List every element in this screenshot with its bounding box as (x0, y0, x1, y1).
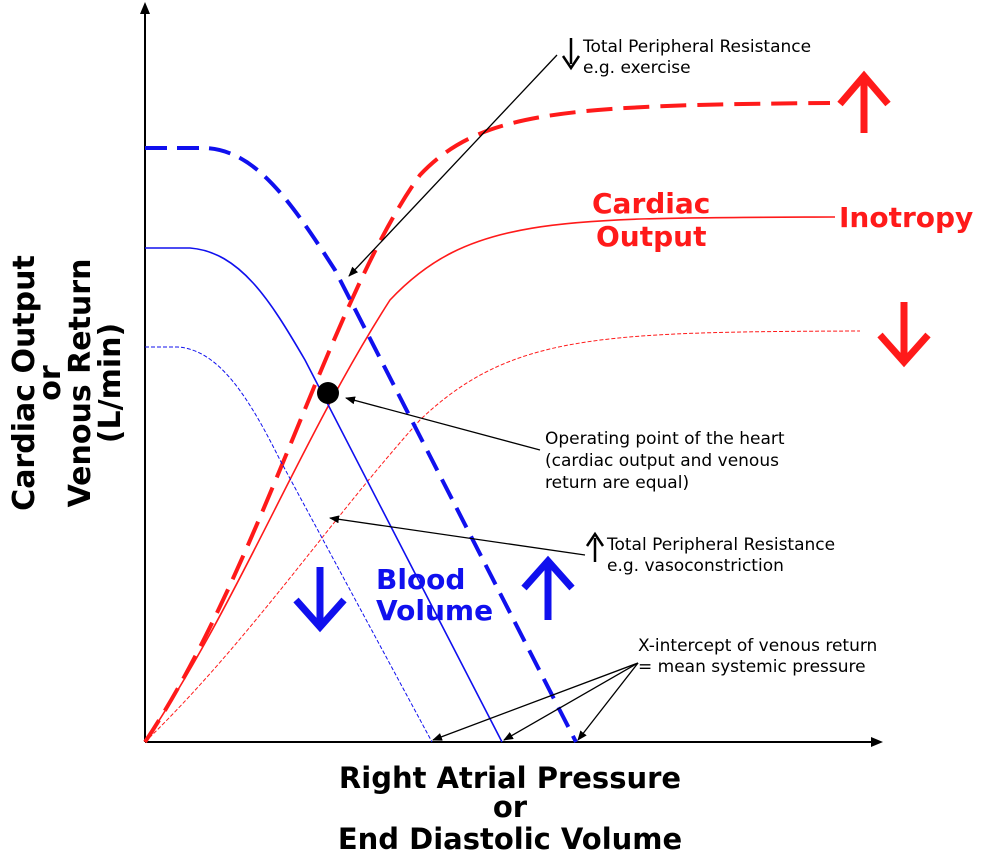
operating-point-annotation-line-1: Operating point of the heart (545, 429, 785, 449)
venous-return-curve-low (145, 346, 433, 743)
cardiac-output-label-line-2: Output (596, 220, 706, 253)
y-axis-label-line-2: or (33, 365, 68, 401)
tpr-decrease-annotation-line-2: e.g. exercise (583, 58, 691, 78)
operating-point-pointer (345, 396, 541, 451)
blood-volume-label: Blood Volume (376, 563, 493, 627)
y-axis-label-line-3: Venous Return (63, 259, 98, 508)
cardiac-output-curves (143, 101, 861, 744)
small-up-arrow-icon (585, 531, 605, 562)
x-axis-label-line-3: End Diastolic Volume (338, 822, 682, 856)
tpr-decrease-annotation-line-1: Total Peripheral Resistance (582, 37, 811, 57)
tpr-decrease-annotation: Total Peripheral Resistance e.g. exercis… (582, 37, 811, 78)
cardiac-output-curve-high (143, 101, 831, 744)
y-axis-label-line-4: (L/min) (93, 323, 128, 443)
x-intercept-annotation-line-2: = mean systemic pressure (638, 657, 866, 677)
blood-volume-down-arrow-icon (293, 567, 347, 633)
axes (140, 2, 883, 747)
y-axis-arrowhead (140, 2, 150, 14)
operating-point-annotation: Operating point of the heart (cardiac ou… (545, 429, 785, 493)
cardiac-output-curve-low (144, 330, 861, 743)
inotropy-down-arrow-icon (877, 302, 931, 368)
inotropy-up-arrow-icon (837, 70, 891, 133)
cardiac-output-label: Cardiac Output (592, 187, 710, 253)
x-axis-label: Right Atrial Pressure or End Diastolic V… (338, 761, 682, 856)
x-intercept-annotation: X-intercept of venous return = mean syst… (638, 636, 877, 677)
operating-point-annotation-line-2: (cardiac output and venous (545, 451, 779, 471)
venous-return-curve-high (145, 146, 578, 743)
operating-point (317, 382, 339, 404)
y-axis-label-line-1: Cardiac Output (7, 255, 42, 511)
pointer-lines (329, 54, 639, 741)
x-axis-label-line-2: or (493, 790, 528, 824)
blood-volume-up-arrow-icon (521, 555, 575, 620)
x-axis-label-line-1: Right Atrial Pressure (339, 761, 681, 795)
tpr-decrease-pointer (348, 54, 558, 277)
tpr-increase-annotation-line-1: Total Peripheral Resistance (606, 535, 835, 555)
y-axis-label: Cardiac Output or Venous Return (L/min) (7, 255, 128, 511)
x-intercept-pointer-high (577, 662, 639, 741)
tpr-increase-annotation-line-2: e.g. vasoconstriction (607, 556, 784, 576)
small-down-arrow-icon (561, 38, 581, 71)
venous-return-curve-normal (145, 247, 503, 743)
x-intercept-pointer-low (432, 662, 639, 741)
cardiac-output-label-line-1: Cardiac (592, 187, 710, 220)
tpr-increase-pointer (329, 515, 586, 556)
inotropy-label: Inotropy (839, 201, 973, 234)
blood-volume-label-line-2: Volume (376, 594, 493, 627)
operating-point-annotation-line-3: return are equal) (545, 473, 689, 493)
x-axis-arrowhead (871, 737, 883, 747)
x-intercept-pointer-normal (503, 662, 639, 741)
x-intercept-annotation-line-1: X-intercept of venous return (638, 636, 877, 656)
venous-return-curves (145, 146, 578, 743)
blood-volume-label-line-1: Blood (376, 563, 465, 596)
cardiac-output-curve-normal (144, 216, 836, 743)
tpr-increase-annotation: Total Peripheral Resistance e.g. vasocon… (606, 535, 835, 576)
